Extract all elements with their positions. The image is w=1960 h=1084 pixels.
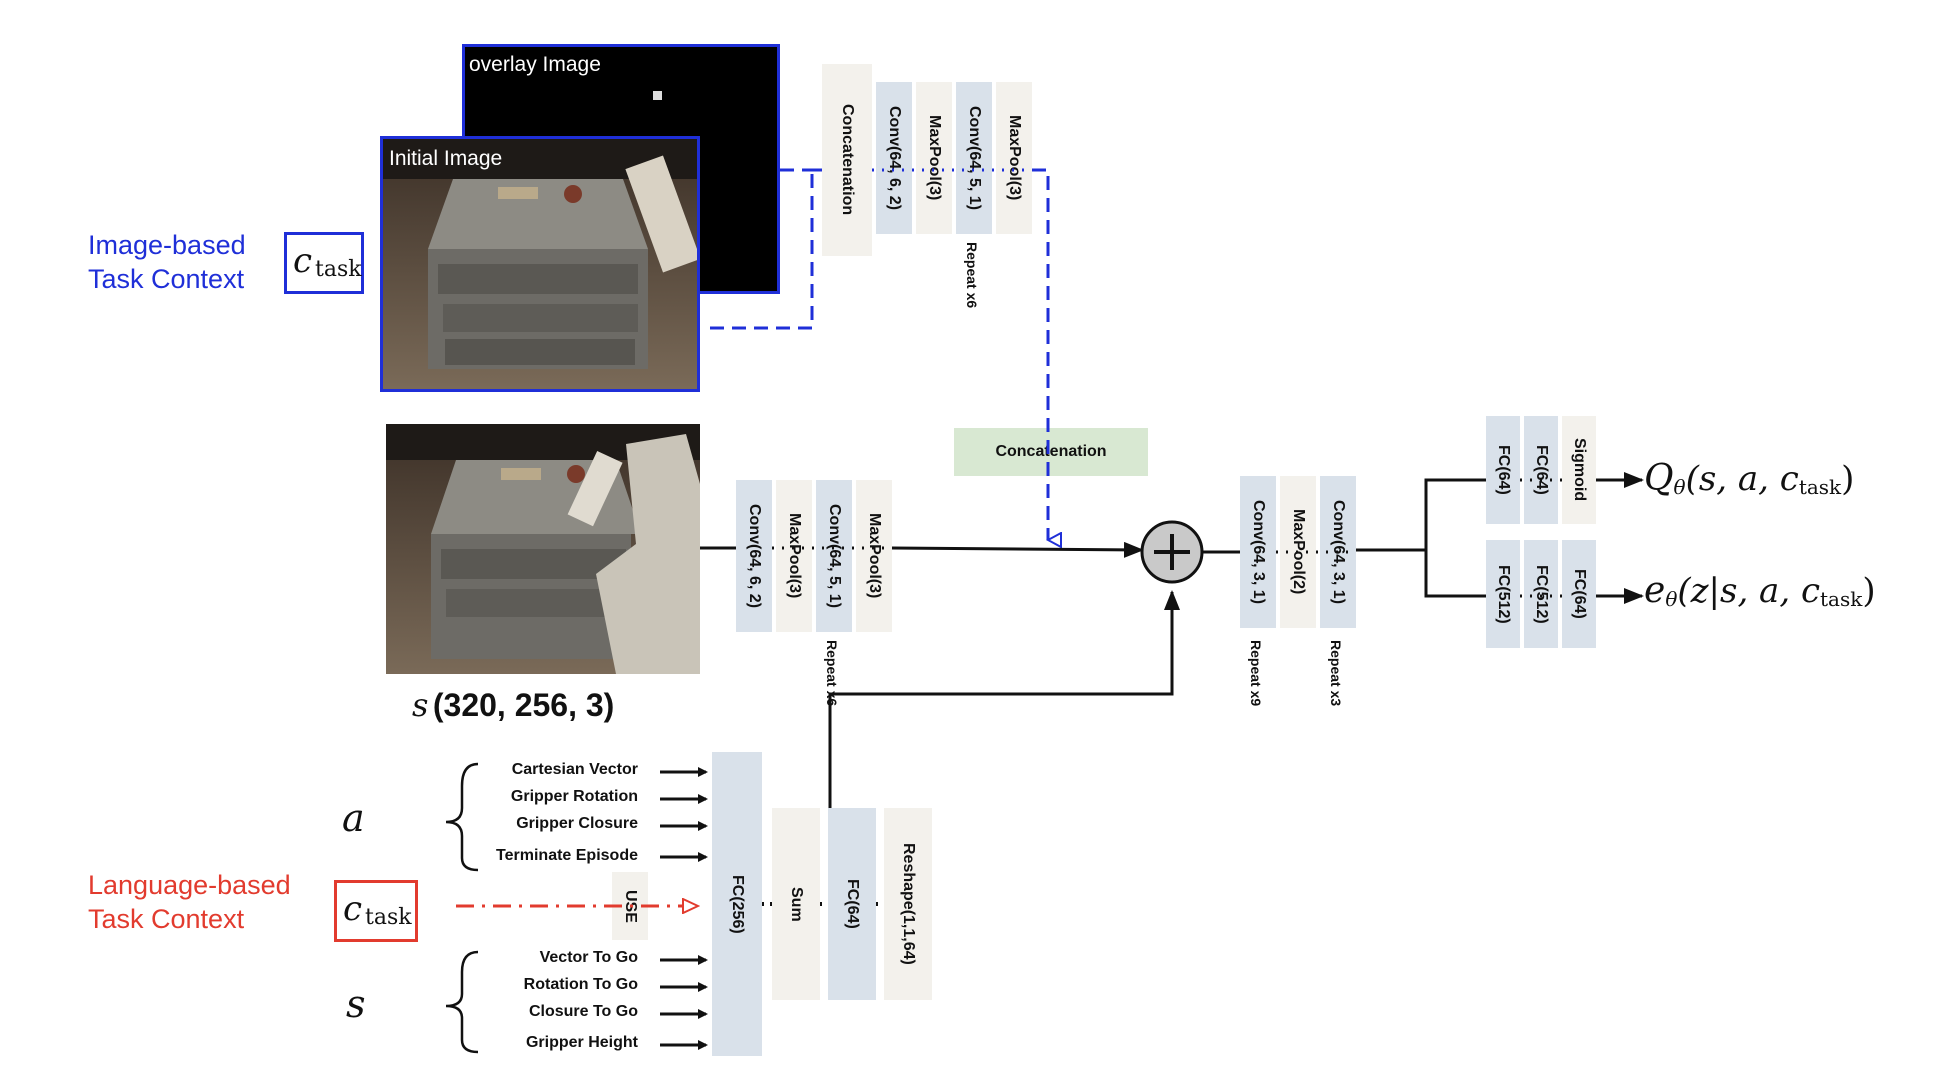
action-item-3: Terminate Episode [496,847,638,864]
image-context-label: Image-based Task Context [88,228,246,296]
img-block-2-label: Conv(64, 5, 1) [826,503,843,609]
e-output-main: e [1644,570,1666,611]
ctx-repeat-label: Repeat x6 [964,242,980,309]
q-fc2-block: FC(64) [1524,416,1558,524]
img-repeat-label: Repeat x6 [824,640,840,707]
merged-block-1-label: MaxPool(2) [1290,509,1307,595]
e-block-0-label: FC(512) [1495,564,1512,624]
input-block-2-label: FC(64) [844,879,861,929]
fc256-block: FC(256) [712,752,762,1056]
e-fc1-block: FC(512) [1486,540,1520,648]
img-maxpool2-block: MaxPool(3) [856,480,892,632]
img-conv2-block: Conv(64, 5, 1) [816,480,852,632]
action-item-2: Gripper Closure [516,815,638,832]
img-block-0-label: Conv(64, 6, 2) [746,503,763,609]
state-item-2: Closure To Go [528,1003,638,1020]
state-image-scene [386,424,700,674]
e-output-close: ) [1862,571,1876,611]
q-fc1-block: FC(64) [1486,416,1520,524]
language-context-label-line1: Language-based [88,870,291,900]
e-output-args: (z|s, a, c [1677,571,1820,611]
reshape-block: Reshape(1,1,64) [884,808,932,1000]
overlay-image-title: overlay Image [469,53,601,76]
e-output-sub: task [1819,587,1863,612]
ctx-block-1-label: Conv(64, 6, 2) [886,105,903,211]
q-output-formula: Qθ(s, a, ctask) [1644,458,1854,499]
q-block-2-label: Sigmoid [1571,438,1588,502]
ctx-block-4-label: MaxPool(3) [1006,115,1023,201]
merged-block-2-label: Conv(64, 3, 1) [1330,499,1347,605]
use-label: USE [622,889,639,923]
ctx-conv1-block: Conv(64, 6, 2) [876,82,912,234]
image-ctask-box: c task [284,232,364,294]
e-fc3-block: FC(64) [1562,540,1596,648]
merged-maxpool-block: MaxPool(2) [1280,476,1316,628]
state-item-0: Vector To Go [539,949,638,966]
e-fc2-block: FC(512) [1524,540,1558,648]
q-output-theta: θ [1673,475,1686,500]
overlay-marker [653,91,662,100]
action-symbol: a [342,796,365,840]
merged-repeat1-label: Repeat x9 [1248,640,1264,707]
input-block-1-label: Sum [788,886,805,922]
language-ctask-symbol: c [343,889,363,929]
img-conv1-block: Conv(64, 6, 2) [736,480,772,632]
concatenation-label: Concatenation [995,443,1107,460]
state-item-1: Rotation To Go [523,976,638,993]
sum-block: Sum [772,808,820,1000]
language-ctask-box: c task [334,880,418,942]
language-context-label: Language-based Task Context [88,868,291,936]
ctx-block-2-label: MaxPool(3) [926,115,943,201]
q-output-args: (s, a, c [1685,459,1799,499]
merged-repeat2-label: Repeat x3 [1328,640,1344,707]
img-block-3-label: MaxPool(3) [866,513,883,599]
state-item-3: Gripper Height [525,1034,638,1051]
state-shape-caption: s (320, 256, 3) [412,686,614,724]
initial-image: Initial Image [380,136,700,392]
language-context-label-line2: Task Context [88,904,245,934]
ctx-maxpool2-block: MaxPool(3) [996,82,1032,234]
input-block-0-label: FC(256) [729,874,746,934]
q-sigmoid-block: Sigmoid [1562,416,1596,524]
state-shape-symbol: s [412,686,429,724]
e-output-formula: eθ(z|s, a, ctask) [1644,570,1876,611]
e-block-1-label: FC(512) [1533,564,1550,624]
state-image [386,424,700,674]
image-context-label-line2: Task Context [88,264,245,294]
input-fc64-block: FC(64) [828,808,876,1000]
ctx-maxpool1-block: MaxPool(3) [916,82,952,234]
img-block-1-label: MaxPool(3) [786,513,803,599]
q-block-1-label: FC(64) [1533,445,1550,495]
img-maxpool1-block: MaxPool(3) [776,480,812,632]
image-ctask-sub: task [315,257,362,282]
ctx-block-0-label: Concatenation [839,104,856,216]
concatenation-block: Concatenation [954,428,1148,476]
q-output-main: Q [1644,458,1674,499]
action-item-0: Cartesian Vector [511,761,638,778]
ctx-concat-block: Concatenation [822,64,872,256]
q-output-sub: task [1798,475,1842,500]
ctx-conv2-block: Conv(64, 5, 1) [956,82,992,234]
use-block: USE [612,872,648,940]
image-ctask-symbol: c [293,241,313,281]
input-block-3-label: Reshape(1,1,64) [900,843,917,965]
ctx-block-3-label: Conv(64, 5, 1) [966,105,983,211]
action-item-1: Gripper Rotation [510,788,638,805]
merged-block-0-label: Conv(64, 3, 1) [1250,499,1267,605]
state-shape-value: (320, 256, 3) [432,687,615,723]
language-ctask-sub: task [365,905,412,930]
initial-image-scene [383,139,697,389]
q-block-0-label: FC(64) [1495,445,1512,495]
merged-conv1-block: Conv(64, 3, 1) [1240,476,1276,628]
q-output-close: ) [1841,459,1855,499]
initial-image-title: Initial Image [389,147,503,170]
state-symbol: s [346,982,366,1026]
image-context-label-line1: Image-based [88,230,246,260]
merged-conv2-block: Conv(64, 3, 1) [1320,476,1356,628]
e-output-theta: θ [1665,587,1678,612]
e-block-2-label: FC(64) [1571,569,1588,619]
